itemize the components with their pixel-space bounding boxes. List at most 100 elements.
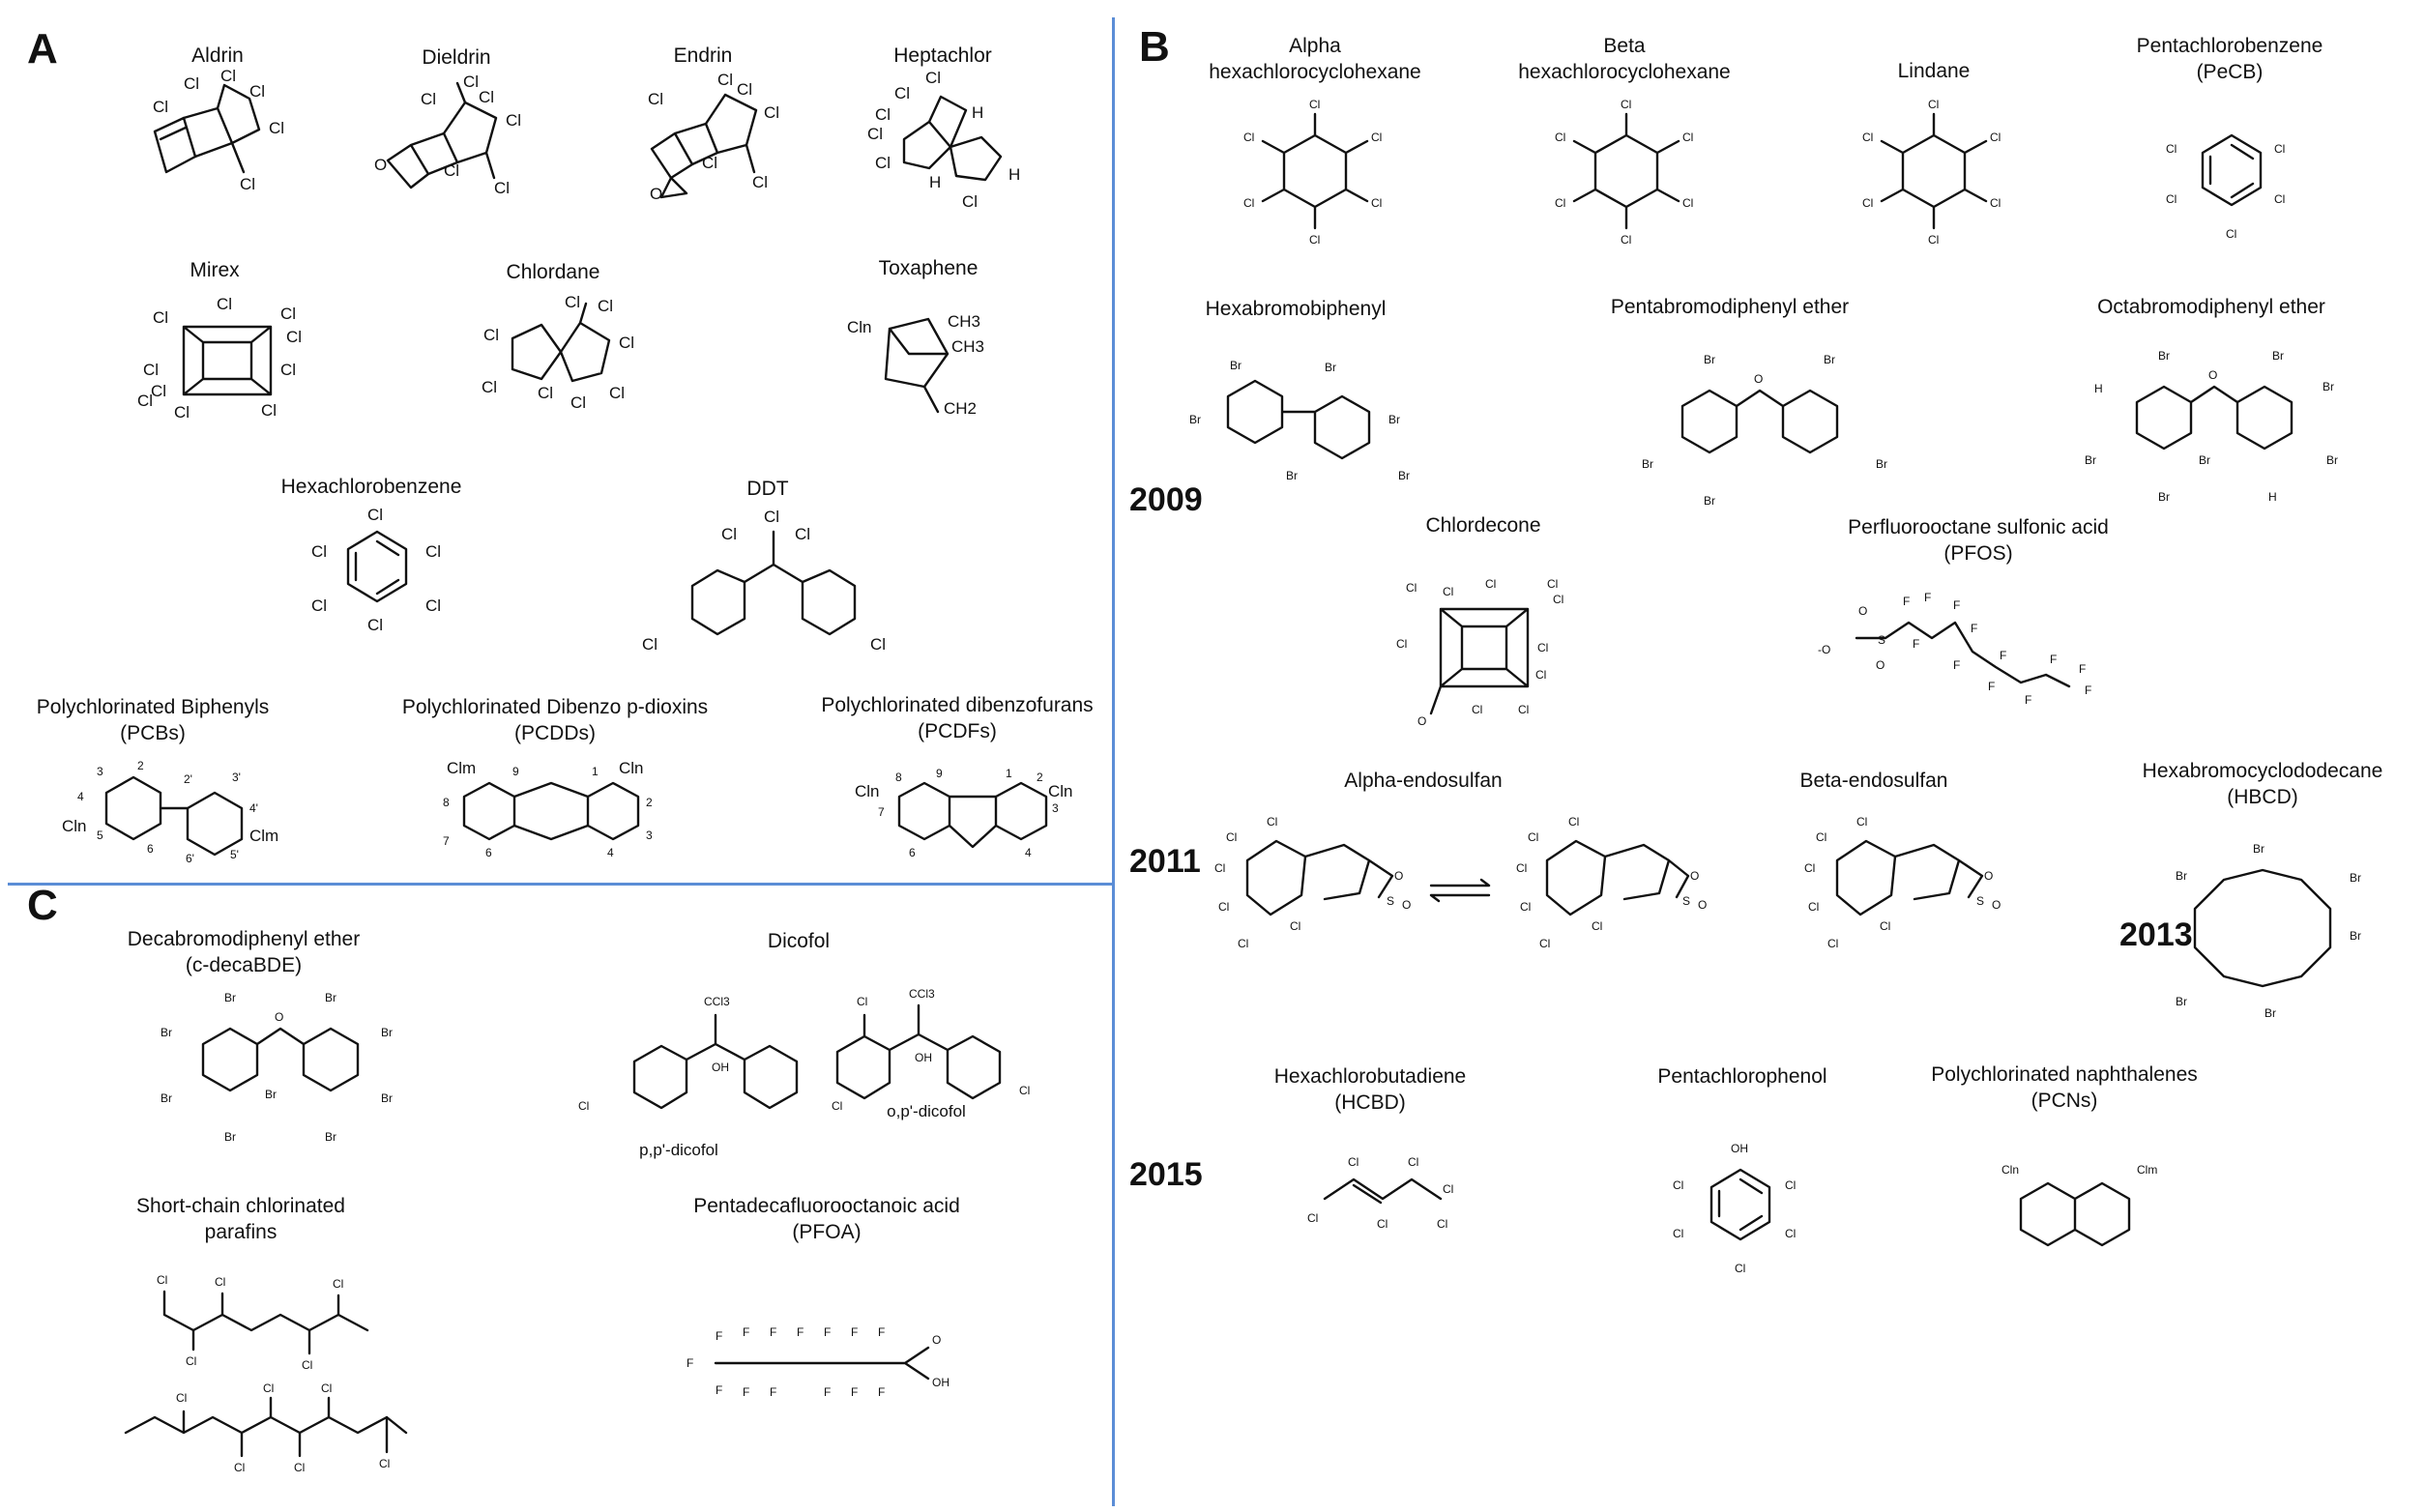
- svg-text:CH2: CH2: [944, 399, 977, 418]
- svg-text:Br: Br: [161, 1026, 172, 1039]
- svg-text:O: O: [1876, 658, 1884, 672]
- svg-text:Cl: Cl: [578, 1099, 589, 1113]
- label-mirex: Mirex: [190, 259, 240, 281]
- svg-text:F: F: [1903, 595, 1910, 608]
- svg-text:CH3: CH3: [951, 337, 984, 356]
- svg-text:Clm: Clm: [2137, 1163, 2157, 1177]
- svg-text:3: 3: [1052, 801, 1059, 815]
- label-pcns: Polychlorinated naphthalenes (PCNs): [1931, 1061, 2198, 1114]
- year-2013: 2013: [2119, 916, 2193, 953]
- svg-text:O: O: [1858, 604, 1867, 618]
- svg-text:Cl: Cl: [619, 334, 634, 352]
- svg-text:Cl: Cl: [737, 80, 752, 99]
- svg-text:S: S: [1878, 633, 1885, 647]
- svg-text:F: F: [2050, 653, 2057, 666]
- svg-text:Br: Br: [381, 1091, 393, 1105]
- svg-text:Cl: Cl: [1568, 815, 1579, 829]
- svg-text:Clm: Clm: [249, 827, 278, 845]
- svg-text:Cl: Cl: [240, 175, 255, 193]
- svg-text:Cl: Cl: [1553, 593, 1563, 606]
- svg-text:Cl: Cl: [875, 154, 891, 172]
- svg-text:Cl: Cl: [1443, 1182, 1453, 1196]
- svg-text:Cl: Cl: [1243, 196, 1254, 210]
- svg-text:Cl: Cl: [425, 542, 441, 561]
- svg-text:F: F: [1988, 680, 1995, 693]
- svg-text:Cln: Cln: [2001, 1163, 2019, 1177]
- svg-text:F: F: [797, 1325, 803, 1339]
- svg-text:Br: Br: [1824, 353, 1835, 366]
- svg-text:OH: OH: [1731, 1142, 1748, 1155]
- label-hbcd-line2: (HBCD): [2227, 786, 2298, 808]
- svg-text:Cl: Cl: [702, 154, 717, 172]
- label-pecb: Pentachlorobenzene (PeCB): [2137, 33, 2323, 85]
- label-pcdds-line1: Polychlorinated Dibenzo p-dioxins: [401, 696, 709, 718]
- svg-text:F: F: [878, 1385, 885, 1399]
- label-sccp: Short-chain chlorinated parafins: [136, 1193, 345, 1245]
- label-hexabromobiphenyl: Hexabromobiphenyl: [1205, 298, 1387, 320]
- svg-text:O: O: [1394, 869, 1403, 883]
- svg-text:Cl: Cl: [1520, 900, 1531, 914]
- svg-text:Cl: Cl: [153, 308, 168, 327]
- svg-text:6': 6': [186, 852, 194, 865]
- svg-text:Cl: Cl: [1377, 1217, 1388, 1231]
- label-sccp-line2: parafins: [204, 1221, 278, 1243]
- svg-text:Cl: Cl: [1309, 98, 1320, 111]
- label-pcdfs-line2: (PCDFs): [918, 720, 997, 742]
- svg-text:Br: Br: [1704, 494, 1715, 508]
- svg-text:Br: Br: [1398, 469, 1410, 482]
- label-alpha-hch-line2: hexachlorocyclohexane: [1209, 61, 1421, 83]
- svg-text:Cl: Cl: [1785, 1227, 1796, 1240]
- svg-text:Cl: Cl: [269, 119, 284, 137]
- panel-a-letter: A: [27, 25, 58, 73]
- svg-text:Br: Br: [2085, 453, 2096, 467]
- svg-text:1: 1: [1006, 767, 1012, 780]
- svg-text:Cl: Cl: [311, 596, 327, 615]
- svg-text:OH: OH: [932, 1376, 950, 1389]
- svg-text:Cl: Cl: [234, 1461, 245, 1474]
- svg-text:O: O: [1402, 898, 1411, 912]
- svg-text:2: 2: [137, 759, 144, 772]
- svg-text:Cl: Cl: [2166, 142, 2177, 156]
- svg-text:F: F: [1953, 598, 1960, 612]
- svg-text:Br: Br: [381, 1026, 393, 1039]
- svg-text:Cl: Cl: [1516, 861, 1527, 875]
- svg-text:F: F: [743, 1325, 749, 1339]
- label-heptachlor: Heptachlor: [893, 44, 992, 67]
- svg-text:Cl: Cl: [1862, 131, 1873, 144]
- svg-text:Cl: Cl: [220, 67, 236, 85]
- svg-text:CH3: CH3: [948, 312, 980, 331]
- svg-text:Cln: Cln: [847, 318, 872, 336]
- year-2009: 2009: [1129, 481, 1203, 518]
- svg-text:Cl: Cl: [1371, 131, 1382, 144]
- svg-text:Cl: Cl: [764, 508, 779, 526]
- svg-text:Cl: Cl: [1539, 937, 1550, 950]
- svg-text:Cl: Cl: [1485, 577, 1496, 591]
- svg-text:8: 8: [443, 796, 450, 809]
- svg-text:Cl: Cl: [157, 1273, 167, 1287]
- svg-text:S: S: [1682, 894, 1690, 908]
- svg-text:Cl: Cl: [379, 1457, 390, 1470]
- label-beta-hch-line1: Beta: [1603, 35, 1646, 57]
- horizontal-divider: [8, 883, 1112, 886]
- label-pfoa-line2: (PFOA): [792, 1221, 862, 1243]
- label-lindane: Lindane: [1897, 60, 1971, 82]
- svg-text:Cl: Cl: [752, 173, 768, 191]
- label-alpha-hch: Alpha hexachlorocyclohexane: [1209, 33, 1420, 85]
- label-pcbs: Polychlorinated Biphenyls (PCBs): [37, 694, 269, 746]
- svg-text:Cl: Cl: [1348, 1155, 1359, 1169]
- svg-text:Cl: Cl: [1243, 131, 1254, 144]
- label-octabde: Octabromodiphenyl ether: [2097, 296, 2325, 318]
- label-dieldrin: Dieldrin: [422, 46, 491, 69]
- svg-text:Cl: Cl: [174, 403, 190, 422]
- label-op-dicofol: o,p'-dicofol: [887, 1102, 966, 1120]
